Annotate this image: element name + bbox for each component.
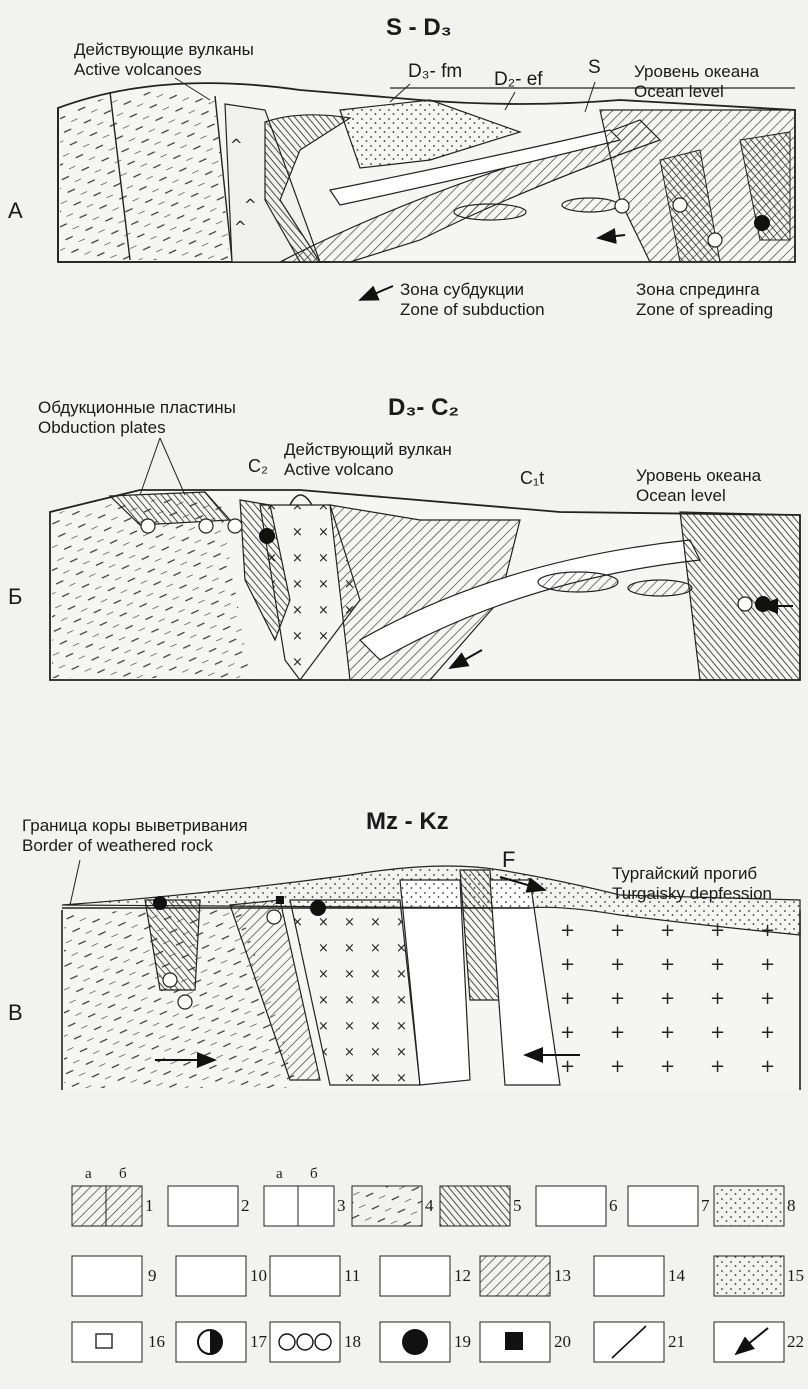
legend-number-17: 17	[250, 1332, 267, 1352]
legend-swatch-10	[176, 1256, 246, 1296]
legend-swatch-12	[380, 1256, 450, 1296]
legend-swatch-8	[714, 1186, 784, 1226]
legend-swatch-7	[628, 1186, 698, 1226]
legend-number-20: 20	[554, 1332, 571, 1352]
legend-number-10: 10	[250, 1266, 267, 1286]
legend-number-7: 7	[701, 1196, 710, 1216]
legend-number-2: 2	[241, 1196, 250, 1216]
legend-swatch-4	[352, 1186, 422, 1226]
legend-number-3: 3	[337, 1196, 346, 1216]
legend-number-13: 13	[554, 1266, 571, 1286]
legend-number-12: 12	[454, 1266, 471, 1286]
legend-number-9: 9	[148, 1266, 157, 1286]
svg-text:^: ^	[234, 218, 247, 236]
legend-swatch-22	[714, 1322, 784, 1362]
legend-swatch-13	[480, 1256, 550, 1296]
legend-number-21: 21	[668, 1332, 685, 1352]
legend-number-15: 15	[787, 1266, 804, 1286]
legend-swatch-9	[72, 1256, 142, 1296]
legend-swatch-2	[168, 1186, 238, 1226]
legend-swatch-1	[72, 1186, 142, 1226]
legend-number-5: 5	[513, 1196, 522, 1216]
legend-number-14: 14	[668, 1266, 685, 1286]
legend-1-sub-a: а	[85, 1166, 92, 1183]
legend-number-6: 6	[609, 1196, 618, 1216]
legend-1-sub-b: б	[119, 1166, 127, 1183]
legend-number-1: 1	[145, 1196, 154, 1216]
legend-swatch-14	[594, 1256, 664, 1296]
legend-number-16: 16	[148, 1332, 165, 1352]
legend-number-18: 18	[344, 1332, 361, 1352]
legend-number-22: 22	[787, 1332, 804, 1352]
legend-swatch-3	[264, 1186, 334, 1226]
legend-number-8: 8	[787, 1196, 796, 1216]
legend-swatch-5	[440, 1186, 510, 1226]
legend-swatch-6	[536, 1186, 606, 1226]
svg-text:^: ^	[230, 136, 243, 154]
legend-swatch-15	[714, 1256, 784, 1296]
legend-number-4: 4	[425, 1196, 434, 1216]
panel-c-section	[62, 860, 800, 1090]
legend-number-19: 19	[454, 1332, 471, 1352]
legend-number-11: 11	[344, 1266, 360, 1286]
panel-a-section: ^ ^ ^	[58, 78, 795, 300]
legend-swatch-11	[270, 1256, 340, 1296]
panel-b-section	[50, 438, 800, 680]
legend-3-sub-a: а	[276, 1166, 283, 1183]
legend-3-sub-b: б	[310, 1166, 318, 1183]
svg-text:^: ^	[244, 196, 257, 214]
